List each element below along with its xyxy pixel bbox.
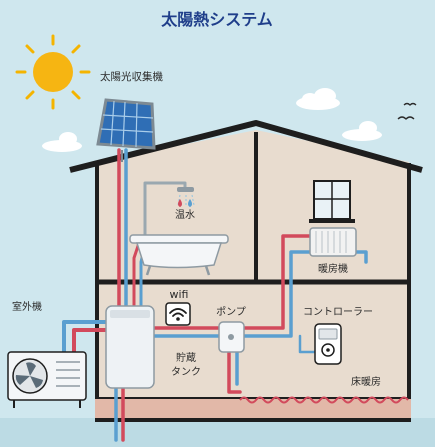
cloud-icon <box>296 88 340 110</box>
hot-water-label: 温水 <box>175 209 195 221</box>
diagram-title: 太陽熱システム <box>160 10 273 29</box>
solar-panel <box>96 98 156 162</box>
solar-collector-label: 太陽光収集機 <box>100 70 163 83</box>
pump <box>218 321 245 353</box>
pump-label: ポンプ <box>216 306 246 318</box>
controller-label: コントローラー <box>303 306 373 318</box>
storage-tank-label-line1: 貯蔵 <box>176 351 196 364</box>
wifi-icon <box>165 302 191 326</box>
bird-icon <box>397 102 417 120</box>
ground <box>0 418 435 447</box>
storage-tank-label-line2: タンク <box>171 366 201 378</box>
outdoor-unit-label: 室外機 <box>12 300 42 313</box>
radiator <box>309 227 357 257</box>
cloud-icon <box>42 132 82 152</box>
sun-icon <box>15 34 91 110</box>
storage-tank <box>105 305 155 389</box>
heater-label: 暖房機 <box>318 262 348 275</box>
bathtub <box>129 234 229 276</box>
cloud-icon <box>342 121 382 141</box>
outdoor-unit <box>7 351 87 408</box>
wifi-label: wifi <box>170 288 189 301</box>
window <box>309 180 355 223</box>
floor-heating-label: 床暖房 <box>351 375 381 388</box>
floor-heating-coil <box>239 396 409 404</box>
thermostat-icon <box>314 323 342 365</box>
hot-water-drops-icon <box>178 199 192 207</box>
